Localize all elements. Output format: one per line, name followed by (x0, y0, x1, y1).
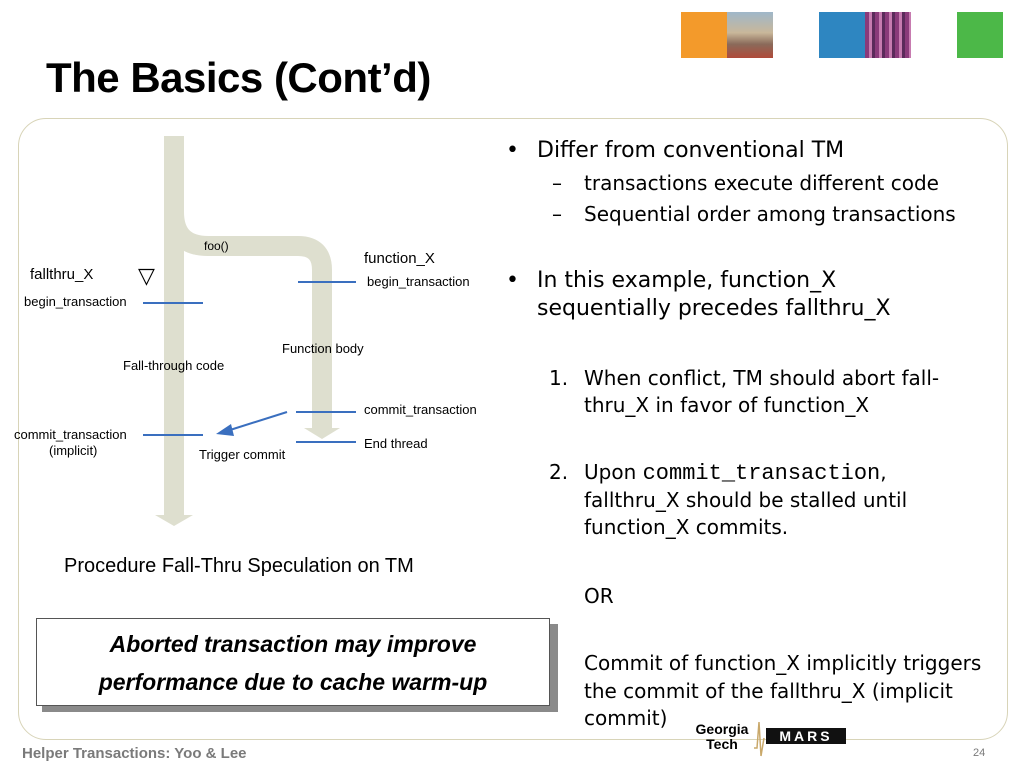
trigger-commit-label: Trigger commit (199, 447, 286, 462)
end-thread-line (296, 441, 356, 443)
mars-logo-mark (754, 721, 765, 757)
trigger-arrow-line (229, 411, 288, 431)
bullet-1-icon: • (506, 138, 519, 163)
commit-note-line-2: the commit of the fallthru_X (implicit (584, 679, 953, 703)
campus-photo (727, 12, 773, 58)
callout-line-2: performance due to cache warm-up (98, 669, 488, 695)
chip-photo (865, 12, 911, 58)
foo-label: foo() (204, 239, 229, 253)
mars-logo: MARS (766, 728, 846, 744)
flow-diagram (155, 136, 340, 526)
bullet-2-line-1: In this example, function_X (537, 268, 837, 293)
page-number: 24 (973, 747, 986, 759)
content-panel (18, 118, 1008, 740)
callout-line-1: Aborted transaction may improve (109, 631, 477, 657)
end-thread-label: End thread (364, 436, 428, 451)
fallthru-x-label: fallthru_X (30, 266, 94, 283)
commit-transaction-right-line (296, 411, 356, 413)
commit-note-line-3: commit) (584, 706, 668, 730)
georgia-tech-logo: Georgia Tech (688, 722, 756, 752)
marker-icon: ▽ (138, 264, 155, 289)
function-arrowhead (304, 428, 340, 439)
numbered-2-line-3: function_X commits. (584, 515, 789, 539)
or-text: OR (584, 584, 614, 608)
begin-transaction-right-line (298, 281, 356, 283)
commit-transaction-code: commit_transaction (642, 461, 881, 486)
numbered-1-marker: 1. (549, 366, 569, 390)
bullet-2-line-2: sequentially precedes fallthru_X (537, 296, 891, 321)
numbered-2-line-1: Upon commit_transaction, (584, 460, 887, 486)
callout-box: Aborted transaction may improve performa… (36, 618, 550, 706)
slide-footer: Helper Transactions: Yoo & Lee (22, 745, 247, 762)
begin-transaction-right-label: begin_transaction (367, 274, 470, 289)
function-x-label: function_X (364, 250, 435, 267)
blue-square (819, 12, 865, 58)
bullet-1-text: Differ from conventional TM (537, 138, 845, 163)
fallthrough-arrowhead (155, 515, 193, 526)
commit-transaction-right-label: commit_transaction (364, 402, 477, 417)
implicit-label: (implicit) (49, 443, 98, 458)
green-square (957, 12, 1003, 58)
numbered-1-line-1: When conflict, TM should abort fall- (584, 366, 940, 390)
sub-bullet-2-dash: – (552, 202, 562, 226)
sub-bullet-1-dash: – (552, 171, 562, 195)
slide-title: The Basics (Cont’d) (46, 54, 431, 101)
sub-bullet-1-text: transactions execute different code (584, 171, 939, 195)
commit-transaction-left-line (143, 434, 203, 436)
function-body-label: Function body (282, 341, 364, 356)
orange-square (681, 12, 727, 58)
begin-transaction-left-line (143, 302, 203, 304)
diagram-caption: Procedure Fall-Thru Speculation on TM (64, 555, 414, 577)
numbered-2-marker: 2. (549, 460, 569, 484)
numbered-1-line-2: thru_X in favor of function_X (584, 393, 870, 417)
numbered-2-pre: Upon (584, 460, 643, 484)
bullet-2-icon: • (506, 268, 519, 293)
sub-bullet-2-text: Sequential order among transactions (584, 202, 956, 226)
trigger-arrowhead (216, 424, 234, 436)
logo-tech-text: Tech (706, 736, 738, 752)
begin-transaction-left-label: begin_transaction (24, 294, 127, 309)
numbered-2-line-2: fallthru_X should be stalled until (584, 488, 908, 512)
commit-note-line-1: Commit of function_X implicitly triggers (584, 651, 982, 675)
logo-georgia-text: Georgia (695, 721, 749, 737)
numbered-2-post: , (880, 460, 887, 484)
commit-transaction-left-label: commit_transaction (14, 427, 127, 442)
function-path (164, 136, 332, 428)
fallthrough-code-label: Fall-through code (123, 358, 225, 373)
